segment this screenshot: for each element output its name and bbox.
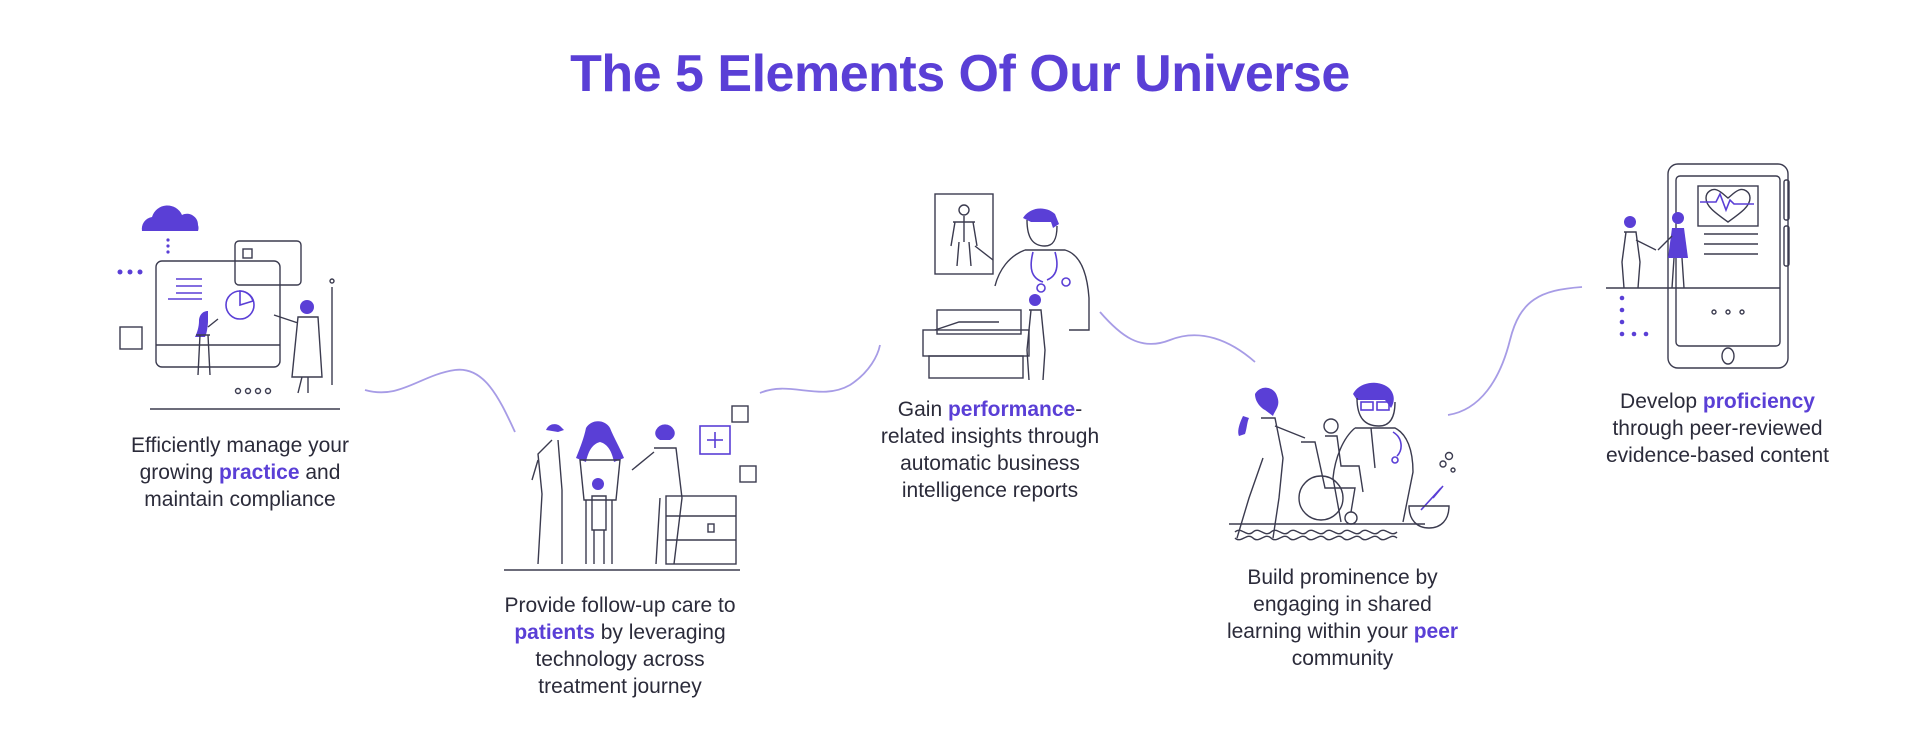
woman-pushing-figure — [1236, 387, 1306, 539]
phone-icon — [1667, 163, 1790, 369]
peer-community-illustration — [1229, 382, 1456, 541]
connector-1-2 — [364, 368, 516, 433]
child-figure — [591, 478, 607, 564]
phone-proficiency-illustration — [1606, 163, 1790, 369]
connector-4-5 — [1447, 286, 1583, 416]
caption-peer: Build prominence by engaging in shared l… — [1226, 566, 1459, 670]
caption-practice: Efficiently manage your growing practice… — [131, 434, 349, 511]
caption-proficiency: Develop proficiency through peer-reviewe… — [1606, 390, 1829, 467]
family-patient-care-illustration — [504, 405, 757, 571]
mother-figure — [576, 421, 624, 564]
small-doctor-figure — [1026, 294, 1046, 380]
connector-2-3 — [759, 344, 881, 394]
doctor-performance-illustration — [922, 193, 1090, 380]
caption-performance: Gain performance-related insights throug… — [880, 398, 1100, 502]
caption-patients: Provide follow-up care to patients by le… — [504, 594, 736, 698]
nurse-figure — [631, 424, 683, 565]
highlight-peer: peer — [1413, 620, 1459, 643]
connector-3-4 — [1099, 311, 1256, 363]
highlight-performance: performance — [947, 398, 1076, 421]
father-figure — [531, 424, 564, 565]
male-doctor-figure — [1332, 382, 1414, 523]
highlight-patients: patients — [514, 621, 595, 644]
doctor-figure — [974, 208, 1090, 331]
highlight-practice: practice — [218, 461, 300, 484]
practice-dashboard-illustration — [117, 205, 340, 410]
doctor-figure — [273, 300, 323, 394]
woman-figure — [195, 311, 219, 376]
handshake-figures — [1621, 212, 1688, 289]
page-title: The 5 Elements Of Our Universe — [570, 45, 1350, 103]
highlight-proficiency: proficiency — [1702, 390, 1815, 413]
heart-pulse-icon — [1700, 188, 1754, 223]
cloud-icon — [141, 205, 199, 231]
wheelchair-icon — [1298, 418, 1364, 525]
